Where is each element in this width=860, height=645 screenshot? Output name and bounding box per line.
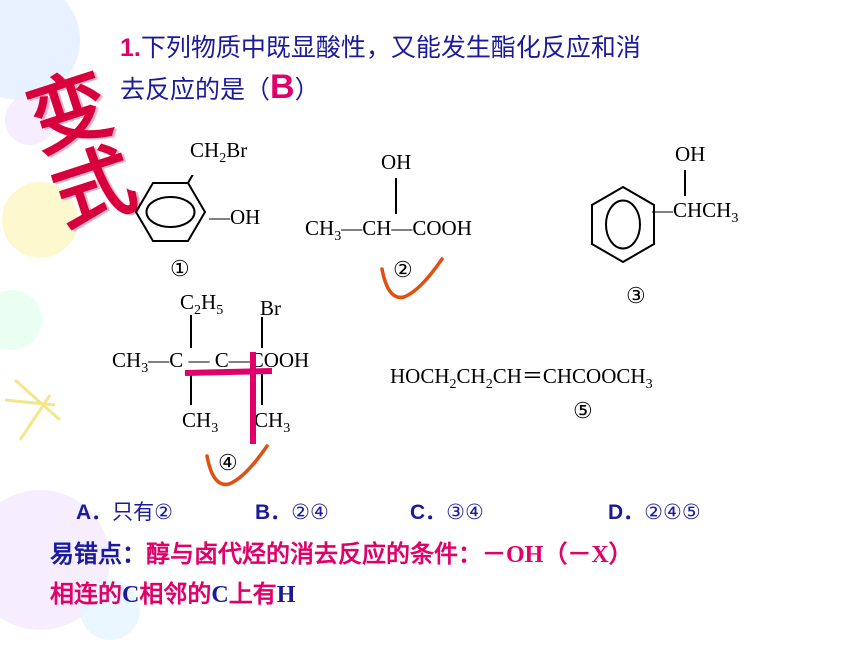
compound-4-bonds: [190, 315, 263, 405]
compound-4-pink-cross: [184, 352, 273, 444]
error-note-label: 易错点：: [50, 542, 146, 568]
compound-2-bond: [395, 178, 397, 214]
compound-3-bond: [684, 170, 686, 196]
option-a[interactable]: A．只有②: [76, 501, 173, 524]
compound-4-checkmark: [205, 444, 269, 487]
compound-3-side-chain: —CHCH3: [652, 198, 739, 227]
question-line-2: 去反应的是（B）: [120, 68, 320, 106]
error-note-line-1: 易错点：醇与卤代烃的消去反应的条件：－OH（－X）: [50, 542, 633, 568]
compound-2-oh: OH: [381, 150, 412, 174]
compound-2-formula: CH3—CH—COOH: [305, 216, 472, 245]
compound-3-oh: OH: [675, 142, 706, 166]
compound-1-oh: —OH: [209, 205, 261, 229]
compound-4-ch3-left: CH3: [182, 408, 219, 437]
compound-1-ch2br: CH2Br: [190, 138, 248, 167]
compound-4-main: CH3—C — C—COOH: [112, 348, 310, 377]
error-note-line-2: 相连的C相邻的C上有H: [50, 582, 296, 608]
option-d[interactable]: D．②④⑤: [608, 501, 701, 524]
compound-3-label: ③: [626, 283, 646, 308]
compound-2-label: ②: [393, 257, 413, 282]
question-number: 1.: [120, 34, 141, 62]
compound-3-ring: [591, 185, 655, 264]
compound-1-label: ①: [170, 256, 190, 281]
option-c[interactable]: C．③④: [410, 501, 484, 524]
answer-letter: B: [270, 68, 295, 106]
compound-5-formula: HOCH2CH2CH＝CHCOOCH3: [390, 364, 653, 393]
compound-4-ethyl: C2H5: [180, 290, 224, 319]
compound-1-ring: [134, 175, 207, 242]
option-b[interactable]: B．②④: [255, 501, 329, 524]
compound-4-label: ④: [218, 450, 238, 475]
compound-4-br: Br: [260, 296, 281, 320]
question-line-1: 1.下列物质中既显酸性，又能发生酯化反应和消: [120, 34, 641, 62]
compound-4-ch3-right: CH3: [254, 408, 291, 437]
compound-2-checkmark: [380, 257, 444, 300]
compound-5-label: ⑤: [573, 398, 593, 423]
